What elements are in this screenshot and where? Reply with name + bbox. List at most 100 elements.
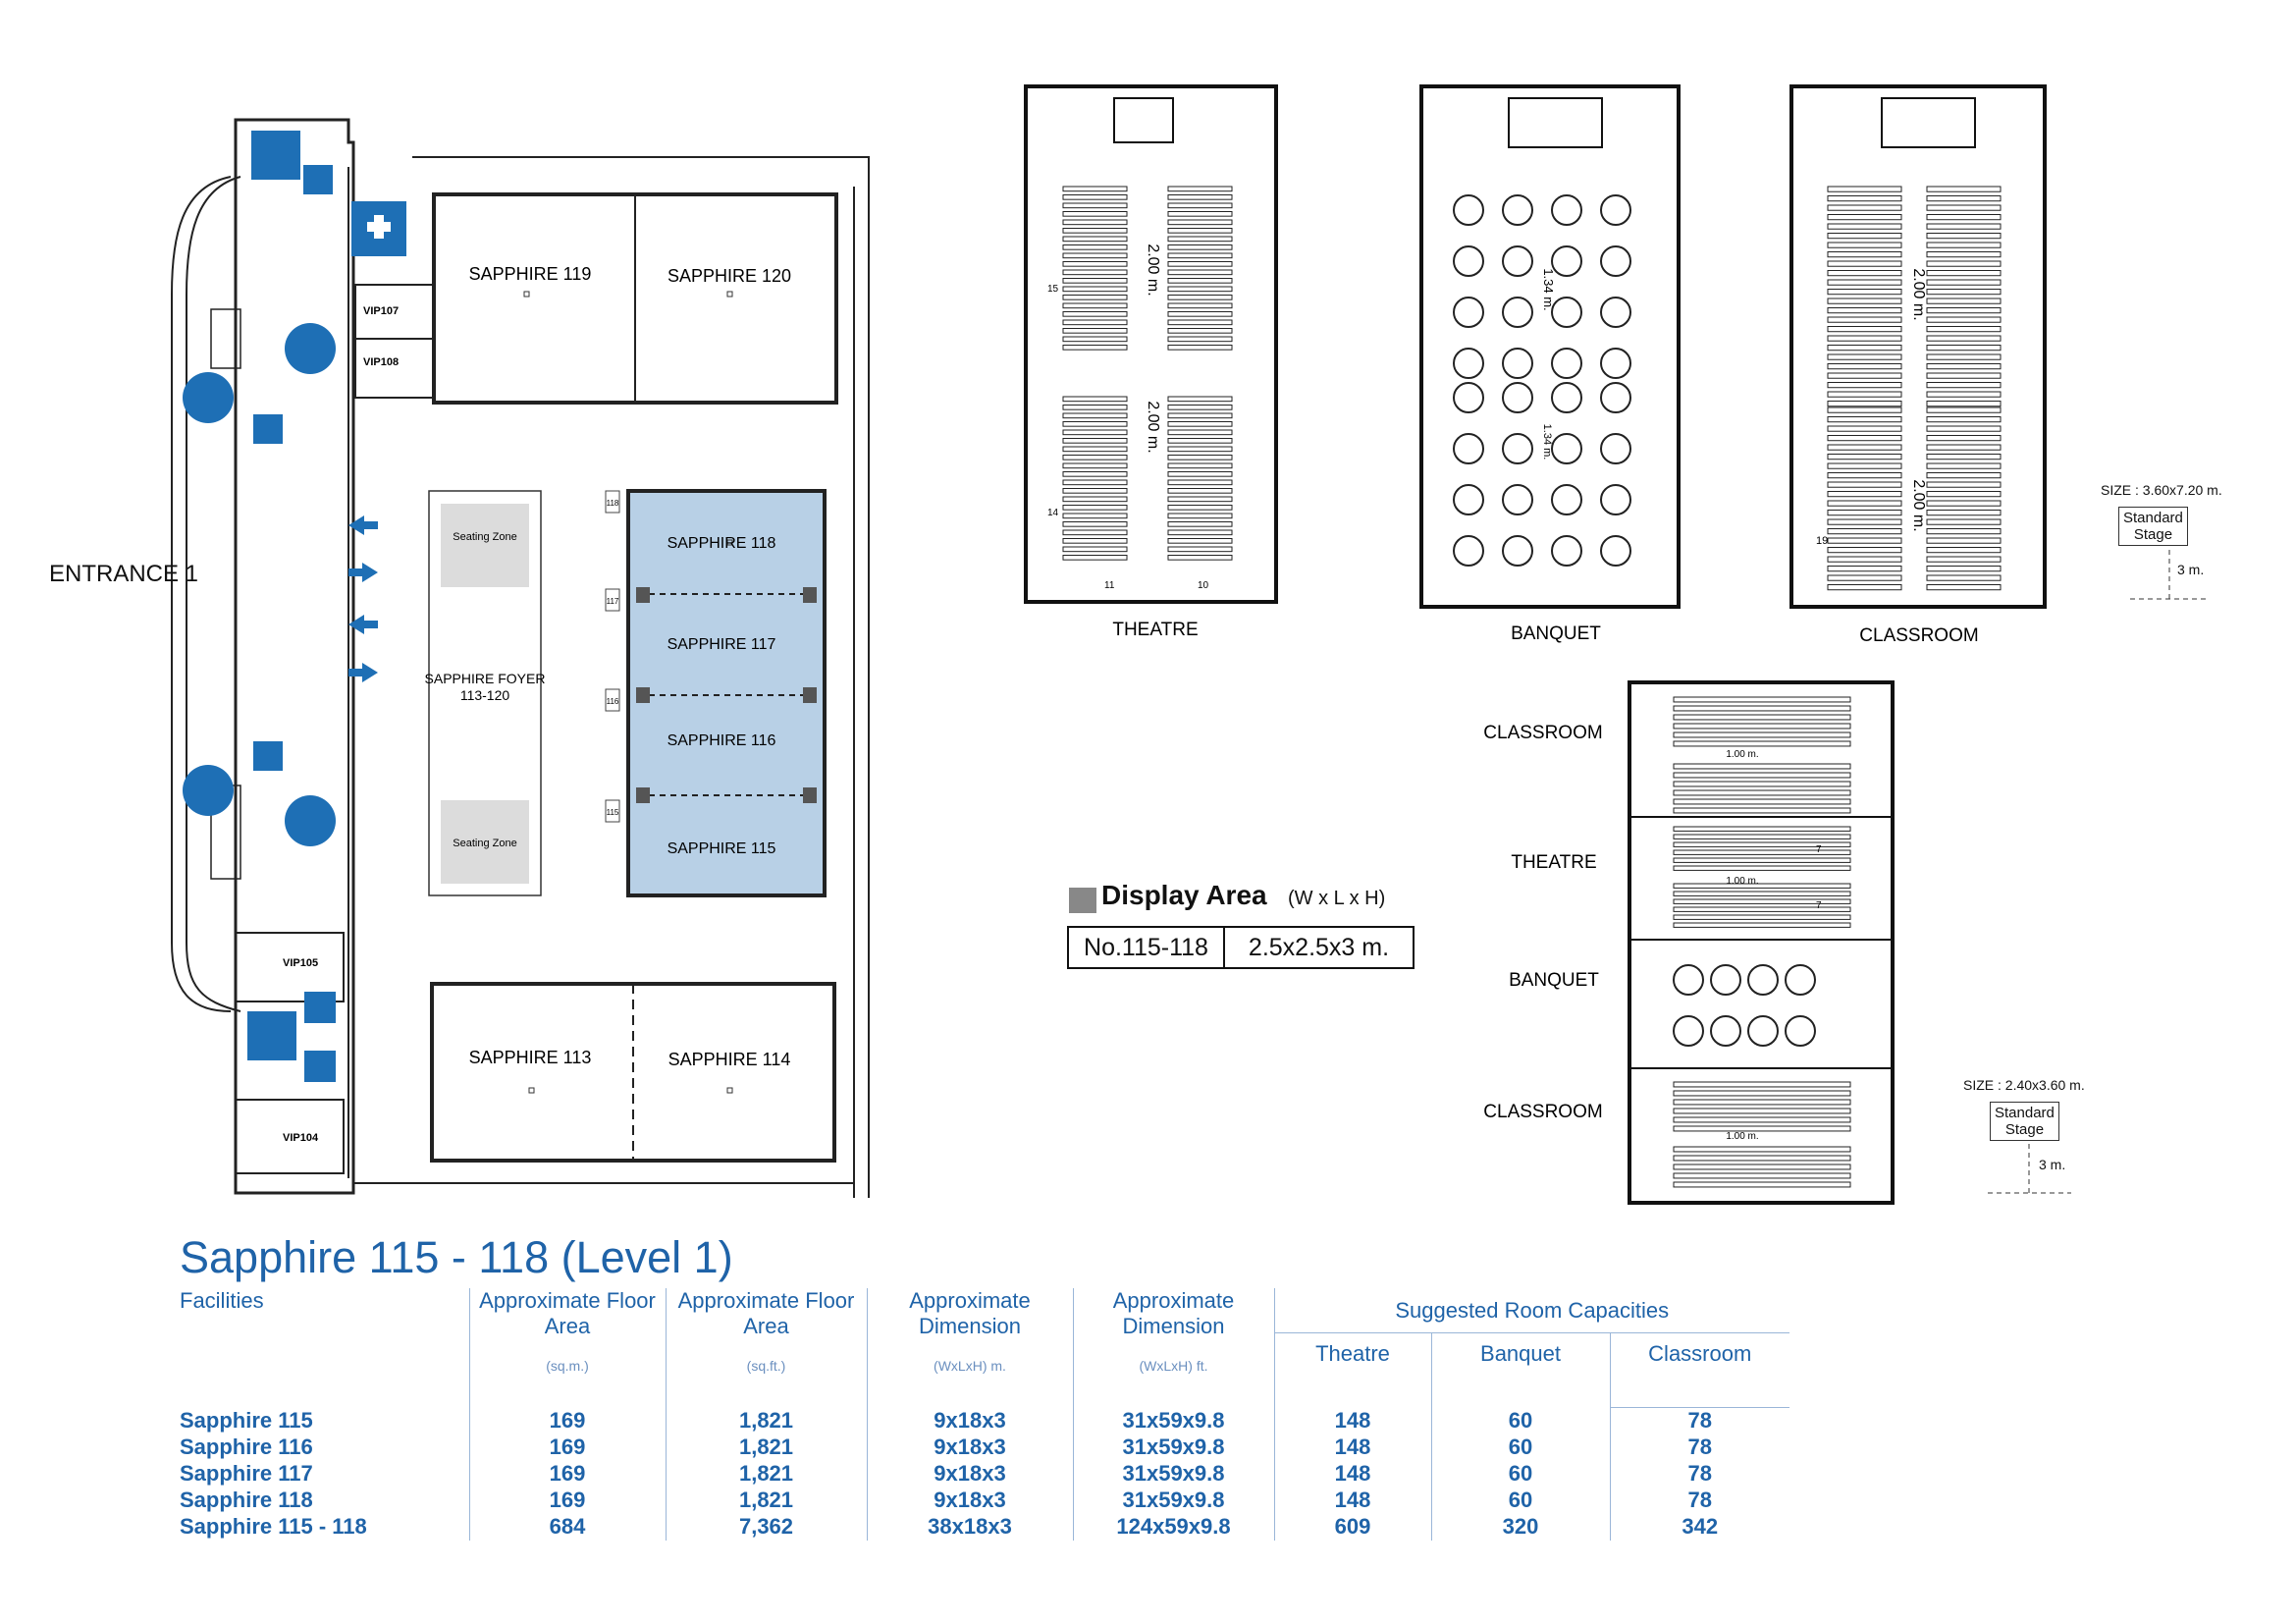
layout-diagrams: THEATRE BANQUET CLASSROOM 2.00 m. 2.00 m… — [1024, 84, 2209, 1205]
classroom-desk-row — [1926, 491, 2002, 498]
banquet-table — [1453, 484, 1484, 515]
theatre-num-10: 10 — [1198, 580, 1209, 591]
vip105: VIP105 — [283, 957, 318, 969]
theatre-seat-row — [1062, 228, 1128, 234]
single-banquet-table — [1747, 1015, 1779, 1047]
single-classroom-row — [1673, 798, 1851, 805]
classroom-desk-row — [1827, 537, 1902, 544]
classroom-desk-row — [1926, 363, 2002, 370]
classroom-desk-row — [1926, 401, 2002, 407]
single-theatre-row — [1673, 914, 1851, 920]
theatre-seat-row — [1062, 261, 1128, 267]
theatre-num-15: 15 — [1047, 284, 1059, 295]
cell-facility: Sapphire 116 — [180, 1435, 313, 1459]
theatre-seat-row — [1062, 236, 1128, 243]
theatre-seat-row — [1062, 311, 1128, 317]
theatre-seat-row — [1167, 269, 1233, 276]
classroom-desk-row — [1926, 574, 2002, 581]
display-area-title-text: Display Area — [1101, 880, 1267, 910]
theatre-seat-row — [1167, 345, 1233, 351]
theatre-seat-row — [1062, 396, 1128, 403]
table-row: Sapphire 118 169 1,821 9x18x3 31x59x9.8 … — [180, 1487, 1789, 1514]
theatre-seat-row — [1167, 396, 1233, 403]
page-title: Sapphire 115 - 118 (Level 1) — [180, 1232, 733, 1282]
single-banquet-table — [1747, 964, 1779, 996]
classroom-desk-row — [1827, 556, 1902, 563]
header-suggested: Suggested Room Capacities — [1273, 1288, 1789, 1333]
classroom-desk-row — [1827, 335, 1902, 342]
header-floor-area-sqm-text: Approximate Floor Area — [479, 1288, 656, 1338]
theatre-seat-row — [1062, 429, 1128, 436]
single-classroom-row — [1673, 807, 1851, 814]
header-theatre: Theatre — [1273, 1332, 1431, 1407]
theatre-seat-row — [1062, 319, 1128, 326]
cell-dim-ft: 31x59x9.8 — [1072, 1487, 1274, 1514]
theatre-seat-row — [1062, 302, 1128, 309]
classroom-desk-row — [1827, 204, 1902, 211]
classroom-desk-row — [1827, 454, 1902, 460]
classroom-desk-row — [1926, 556, 2002, 563]
classroom-desk-row — [1926, 518, 2002, 525]
single-classroom-row — [1673, 1125, 1851, 1132]
classroom-desk-row — [1827, 491, 1902, 498]
banquet-table — [1453, 194, 1484, 226]
single-theatre-row — [1673, 857, 1851, 863]
theatre-seat-row — [1167, 438, 1233, 444]
classroom-desk-row — [1926, 481, 2002, 488]
theatre-seat-row — [1062, 488, 1128, 494]
foyer-label: SAPPHIRE FOYER — [425, 671, 546, 686]
banquet-table — [1502, 245, 1533, 277]
cell-classroom: 78 — [1609, 1434, 1789, 1461]
single-classroom-row — [1673, 1155, 1851, 1162]
cell-sqft: 1,821 — [665, 1460, 867, 1488]
banquet-table — [1600, 245, 1631, 277]
theatre-seat-row — [1167, 202, 1233, 209]
classroom-desk-row — [1926, 566, 2002, 572]
theatre-seat-row — [1167, 479, 1233, 486]
theatre-seat-row — [1167, 311, 1233, 317]
floor-plan: ENTRANCE 1 SAPPHIRE 119 SAPPHIRE 120 SAP… — [49, 118, 870, 1198]
banquet-table — [1600, 535, 1631, 567]
theatre-seat-row — [1062, 194, 1128, 200]
classroom-dim-top: 2.00 m. — [1910, 268, 1927, 320]
single-banquet-table — [1785, 1015, 1816, 1047]
classroom-desk-row — [1926, 454, 2002, 460]
theatre-seat-row — [1167, 405, 1233, 410]
single-theatre-num-2: 7 — [1816, 900, 1822, 911]
cell-sqm: 684 — [468, 1513, 666, 1541]
banquet-table — [1600, 484, 1631, 515]
single-classroom-row — [1673, 1164, 1851, 1170]
classroom-desk-row — [1827, 289, 1902, 296]
stage-large-box: Standard Stage — [2118, 507, 2188, 546]
single-classroom-row — [1673, 714, 1851, 721]
single-dim-2: 1.00 m. — [1726, 876, 1758, 887]
cell-dim-m: 9x18x3 — [866, 1407, 1073, 1435]
header-dim-ft: Approximate Dimension (WxLxH) ft. — [1072, 1288, 1274, 1407]
cell-banquet: 60 — [1430, 1487, 1610, 1514]
classroom-desk-row — [1827, 391, 1902, 398]
vip108: VIP108 — [363, 356, 399, 368]
single-classroom-row — [1673, 705, 1851, 712]
single-classroom-row — [1673, 1116, 1851, 1123]
theatre-seat-row — [1062, 336, 1128, 343]
cell-classroom: 342 — [1609, 1513, 1789, 1541]
banquet-table — [1453, 433, 1484, 464]
single-classroom-row — [1673, 1172, 1851, 1179]
single-theatre-row — [1673, 883, 1851, 889]
banquet-table — [1551, 484, 1582, 515]
classroom-desk-row — [1827, 500, 1902, 507]
theatre-seat-row — [1062, 269, 1128, 276]
cell-sqft: 1,821 — [665, 1434, 867, 1461]
display-area-size: 2.5x2.5x3 m. — [1248, 933, 1390, 961]
classroom-desk-row — [1827, 316, 1902, 323]
theatre-seat-row — [1167, 194, 1233, 200]
theatre-seat-row — [1062, 278, 1128, 284]
theatre-seat-row — [1062, 505, 1128, 511]
single-theatre-row — [1673, 922, 1851, 928]
vip107: VIP107 — [363, 305, 399, 317]
theatre-seat-row — [1167, 455, 1233, 460]
theatre-seat-row — [1167, 286, 1233, 293]
banquet-table — [1453, 348, 1484, 379]
room-114: SAPPHIRE 114 — [668, 1050, 791, 1069]
single-label-classroom-2: CLASSROOM — [1483, 1102, 1602, 1122]
